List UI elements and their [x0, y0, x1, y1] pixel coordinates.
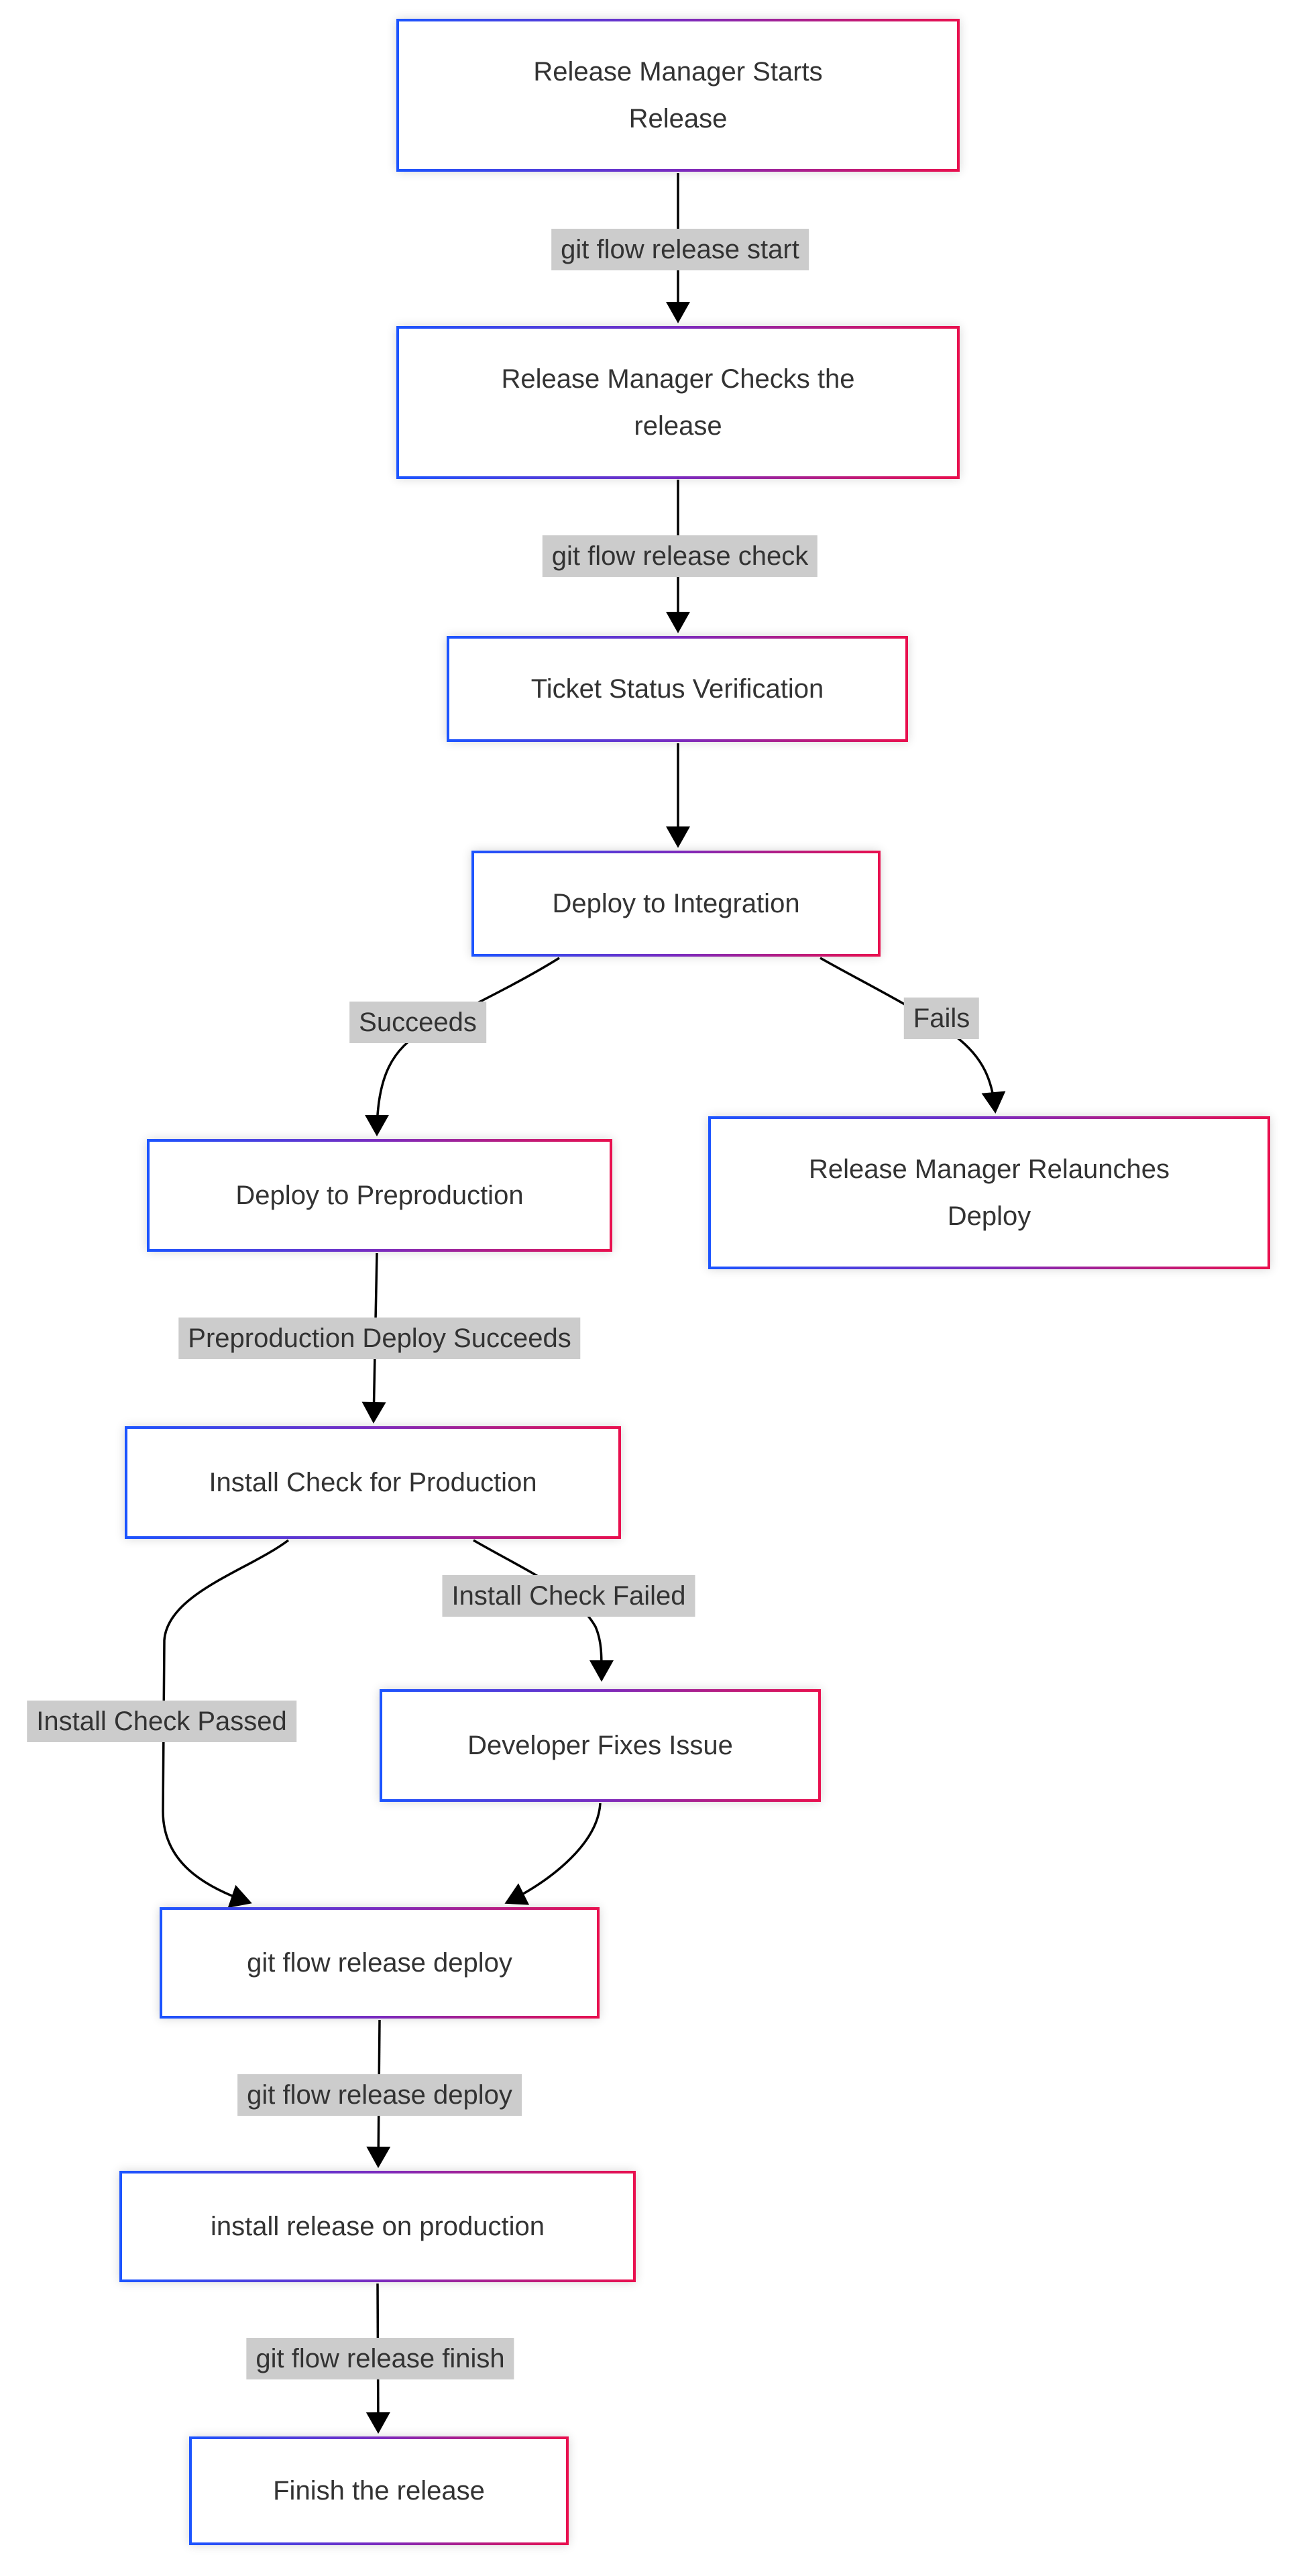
node-release-manager-checks-the-release: Release Manager Checks the release [396, 326, 960, 479]
node-git-flow-release-deploy: git flow release deploy [160, 1907, 600, 2019]
edge-label-git-flow-release-deploy: git flow release deploy [237, 2074, 522, 2116]
node-finish-the-release: Finish the release [189, 2436, 569, 2545]
node-release-manager-starts-release: Release Manager Starts Release [396, 19, 960, 172]
edge-label-git-flow-release-start: git flow release start [551, 229, 809, 270]
edge-installcheck-to-deploy [162, 1539, 290, 1908]
node-install-check-for-production: Install Check for Production [125, 1426, 621, 1539]
edge-label-install-check-passed: Install Check Passed [27, 1701, 296, 1742]
edge-label-git-flow-release-finish: git flow release finish [246, 2338, 514, 2379]
edge-label-install-check-failed: Install Check Failed [442, 1575, 695, 1617]
edge-label-git-flow-release-check: git flow release check [542, 535, 818, 577]
node-developer-fixes-issue: Developer Fixes Issue [380, 1689, 821, 1802]
edge-integration-to-preprod [365, 957, 560, 1136]
edge-label-preproduction-deploy-succeeds: Preproduction Deploy Succeeds [178, 1318, 581, 1359]
edge-label-fails: Fails [903, 998, 980, 1039]
node-ticket-status-verification: Ticket Status Verification [447, 636, 908, 742]
edge-devfix-to-deploy [504, 1803, 602, 1905]
node-install-release-on-production: install release on production [119, 2171, 636, 2282]
edge-label-succeeds: Succeeds [349, 1002, 486, 1043]
node-deploy-to-integration: Deploy to Integration [471, 851, 881, 957]
node-deploy-to-preproduction: Deploy to Preproduction [147, 1139, 612, 1252]
node-release-manager-relaunches-deploy: Release Manager Relaunches Deploy [708, 1116, 1270, 1269]
